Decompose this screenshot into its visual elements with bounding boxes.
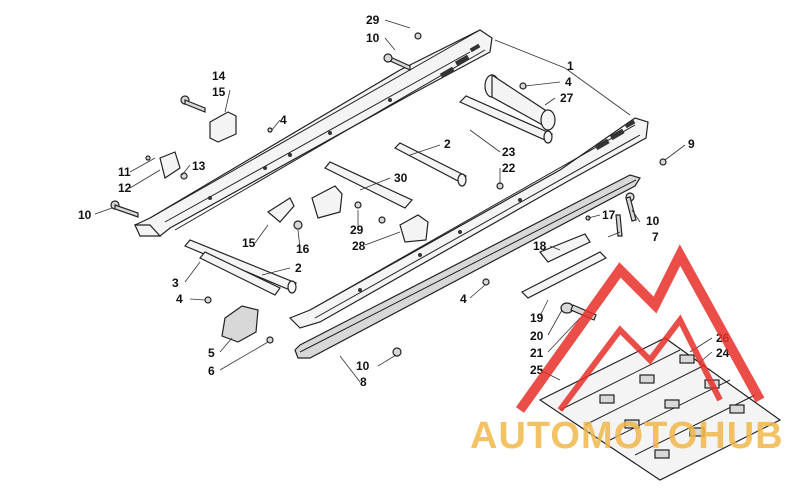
- wear-strip: [294, 174, 641, 359]
- bumper-block: [221, 305, 259, 343]
- label-4: 4: [280, 113, 287, 127]
- label-2: 2: [295, 261, 302, 275]
- watermark-text: AUTOMOTOHUB: [470, 415, 784, 457]
- label-11: 11: [118, 165, 131, 179]
- watermark-logo-icon: [515, 244, 765, 413]
- label-4: 4: [565, 75, 572, 89]
- label-10: 10: [78, 208, 92, 222]
- label-20: 20: [530, 329, 544, 343]
- label-4: 4: [460, 292, 467, 306]
- label-4: 4: [176, 292, 183, 306]
- label-5: 5: [208, 346, 215, 360]
- label-29: 29: [366, 13, 380, 27]
- label-7: 7: [652, 230, 659, 244]
- label-1: 1: [567, 59, 574, 73]
- left-rail: [134, 29, 493, 237]
- label-12: 12: [118, 181, 132, 195]
- label-15: 15: [212, 85, 226, 99]
- label-27: 27: [560, 91, 574, 105]
- label-6: 6: [208, 364, 215, 378]
- label-8: 8: [360, 375, 367, 389]
- label-18: 18: [533, 239, 547, 253]
- brackets: [159, 111, 608, 299]
- label-13: 13: [192, 159, 206, 173]
- label-30: 30: [394, 171, 408, 185]
- label-10: 10: [646, 214, 660, 228]
- label-3: 3: [172, 276, 179, 290]
- leader-lines: [94, 19, 713, 383]
- label-22: 22: [502, 161, 516, 175]
- label-16: 16: [296, 242, 310, 256]
- cross-shafts: [184, 95, 554, 296]
- label-29: 29: [350, 223, 364, 237]
- label-15: 15: [242, 236, 256, 250]
- label-21: 21: [530, 346, 544, 360]
- track-section: [538, 337, 782, 481]
- label-2: 2: [444, 137, 451, 151]
- label-17: 17: [602, 208, 616, 222]
- label-24: 24: [716, 346, 730, 360]
- label-10: 10: [356, 359, 370, 373]
- watermark: AUTOMOTOHUB: [470, 244, 784, 457]
- label-23: 23: [502, 145, 516, 159]
- callout-labels: 29 10 1 4 27 14 15 4 2 9 23 22 11 13 12 …: [78, 13, 730, 389]
- right-rail: [288, 117, 649, 329]
- label-14: 14: [212, 69, 226, 83]
- label-10: 10: [366, 31, 380, 45]
- label-9: 9: [688, 137, 695, 151]
- label-19: 19: [530, 311, 544, 325]
- shock-mount: [484, 73, 556, 131]
- label-28: 28: [352, 239, 366, 253]
